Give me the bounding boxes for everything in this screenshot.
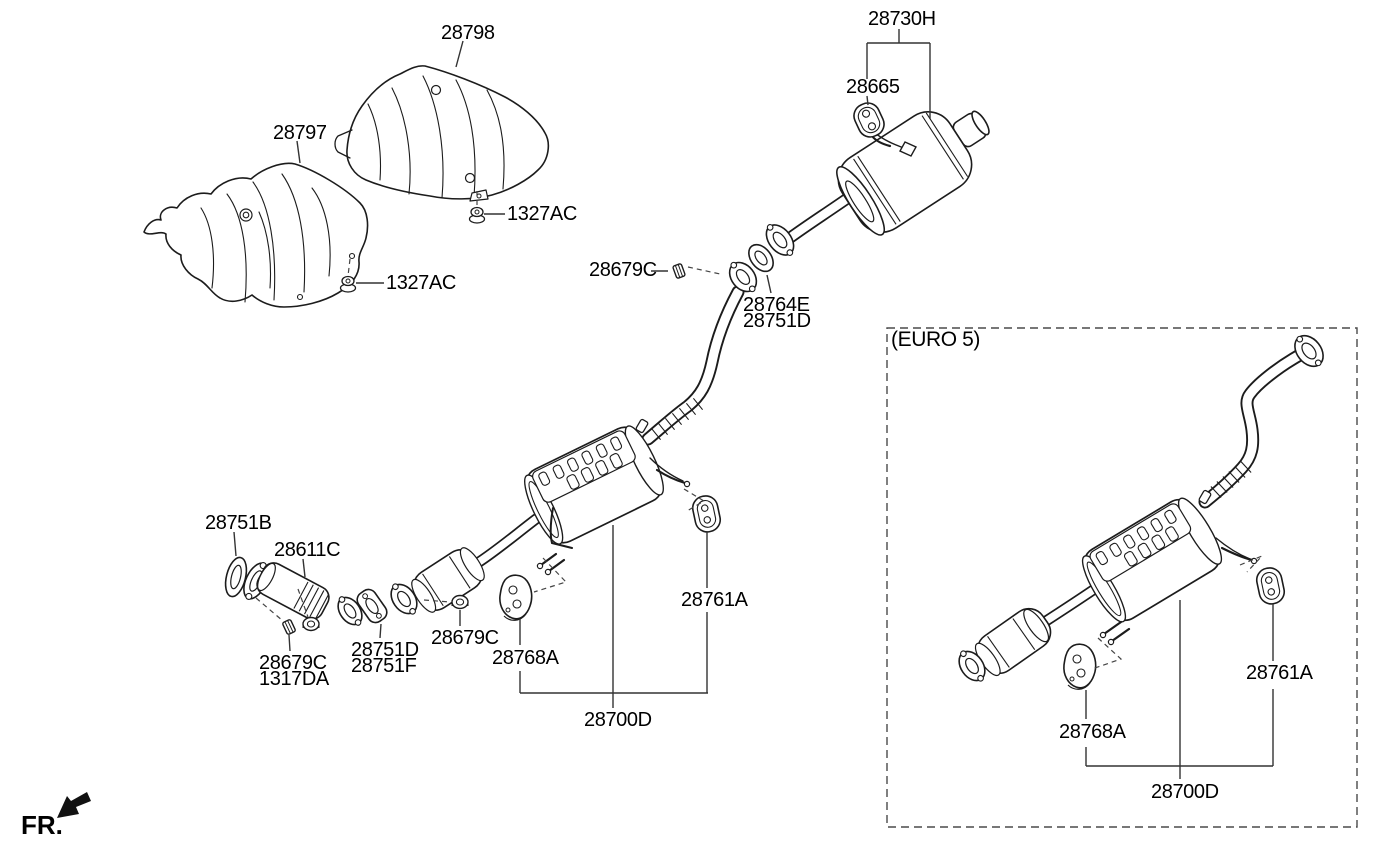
leader-lines bbox=[233, 29, 1274, 779]
nut-28679c-middle bbox=[451, 594, 469, 610]
rear-muffler-body bbox=[836, 110, 990, 236]
bracket-28768a-drawing bbox=[499, 574, 533, 621]
clip-28679c-left bbox=[282, 619, 296, 635]
part-label-28751f: 28751F bbox=[351, 655, 417, 677]
euro5-front-flange bbox=[958, 650, 986, 682]
gasket-28751d-drawing bbox=[356, 588, 388, 624]
part-label-euro5-28761a: 28761A bbox=[1246, 662, 1313, 684]
gasket-28751b-drawing bbox=[224, 556, 248, 598]
mid-flange bbox=[337, 596, 363, 626]
dashed-assembly-lines bbox=[255, 191, 1263, 670]
nut-left bbox=[302, 616, 320, 632]
part-label-28679c-mid: 28679C bbox=[431, 627, 499, 649]
part-label-28751d: 28751D bbox=[351, 639, 419, 661]
cat-flange bbox=[390, 583, 418, 615]
part-label-28768a: 28768A bbox=[492, 647, 559, 669]
euro5-outlet-pipe bbox=[1198, 344, 1314, 509]
part-label-28679c-top: 28679C bbox=[589, 259, 657, 281]
euro5-pipe-clip bbox=[1198, 489, 1212, 505]
part-label-28700d: 28700D bbox=[584, 709, 652, 731]
fr-label: FR. bbox=[21, 810, 63, 840]
heat-shield-28797-drawing bbox=[143, 162, 369, 308]
hanger-28665-drawing bbox=[853, 102, 885, 138]
part-label-28761a: 28761A bbox=[681, 589, 748, 611]
part-label-28665: 28665 bbox=[846, 76, 900, 98]
center-inlet-pipe bbox=[470, 513, 542, 570]
part-label-euro5-28700d: 28700D bbox=[1151, 781, 1219, 803]
bolt-1327ac-right bbox=[468, 206, 486, 224]
part-label-28798: 28798 bbox=[441, 22, 495, 44]
euro5-top-flange bbox=[1294, 334, 1324, 368]
gasket-28764e-drawing bbox=[748, 243, 774, 273]
bolt-1327ac-left bbox=[339, 275, 357, 293]
part-label-28751d-top: 28751D bbox=[743, 310, 811, 332]
part-label-euro5-28768a: 28768A bbox=[1059, 721, 1126, 743]
front-pipe-28611c-drawing bbox=[256, 562, 330, 620]
clip-28679c-top bbox=[672, 263, 686, 279]
part-label-28730h: 28730H bbox=[868, 8, 936, 30]
part-label-1327ac-right: 1327AC bbox=[507, 203, 577, 225]
part-label-28797: 28797 bbox=[273, 122, 327, 144]
fr-direction-arrow-icon bbox=[57, 792, 91, 818]
part-label-28611c: 28611C bbox=[274, 539, 341, 561]
euro5-mount-pins bbox=[1099, 537, 1258, 646]
part-label-1327ac-left: 1327AC bbox=[386, 272, 456, 294]
catalytic-converter-drawing bbox=[411, 547, 485, 613]
pipe-clip bbox=[635, 418, 649, 434]
euro5-bracket-28768a bbox=[1063, 643, 1097, 690]
rear-muffler-flange bbox=[748, 224, 795, 273]
part-label-28751b: 28751B bbox=[205, 512, 272, 534]
euro5-hanger-28761a bbox=[1255, 567, 1286, 605]
part-label-1317da: 1317DA bbox=[259, 668, 329, 690]
euro5-inlet-pipe bbox=[1037, 580, 1105, 629]
center-hanger-rod bbox=[649, 457, 691, 488]
part-label-28764e: 28764E bbox=[743, 294, 810, 316]
center-muffler-mount-pins bbox=[536, 507, 573, 576]
center-pipe-flange bbox=[728, 261, 758, 293]
euro5-caption: (EURO 5) bbox=[891, 328, 980, 351]
center-outlet-pipe bbox=[641, 285, 745, 446]
euro5-box bbox=[886, 327, 1358, 828]
euro5-muffler-body bbox=[1081, 497, 1223, 623]
rear-muffler-inlet-pipe bbox=[777, 192, 854, 249]
heat-shield-28798-drawing bbox=[334, 65, 550, 202]
part-label-28679c-left: 28679C bbox=[259, 652, 327, 674]
hanger-28761a-drawing bbox=[691, 495, 722, 533]
